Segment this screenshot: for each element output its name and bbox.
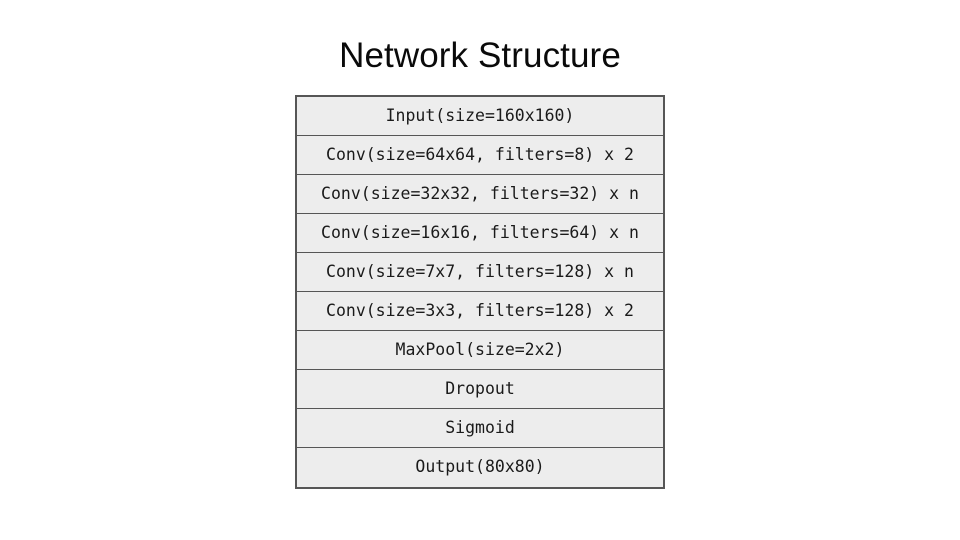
layer-row: Conv(size=32x32, filters=32) x n	[297, 175, 663, 214]
layer-label: Conv(size=3x3, filters=128) x 2	[326, 300, 634, 320]
layer-label: Conv(size=64x64, filters=8) x 2	[326, 144, 634, 164]
network-structure-diagram: Input(size=160x160) Conv(size=64x64, fil…	[295, 95, 665, 489]
layer-row: Conv(size=3x3, filters=128) x 2	[297, 292, 663, 331]
layer-row: Output(80x80)	[297, 448, 663, 487]
layer-label: Dropout	[445, 378, 515, 398]
layer-label: Conv(size=16x16, filters=64) x n	[321, 222, 639, 242]
layer-label: Input(size=160x160)	[385, 105, 575, 125]
layer-label: Conv(size=7x7, filters=128) x n	[326, 261, 634, 281]
page-title: Network Structure	[339, 36, 621, 75]
layer-label: Conv(size=32x32, filters=32) x n	[321, 183, 639, 203]
layer-row: Sigmoid	[297, 409, 663, 448]
layer-row: Conv(size=16x16, filters=64) x n	[297, 214, 663, 253]
layer-label: MaxPool(size=2x2)	[395, 339, 565, 359]
layer-row: Conv(size=64x64, filters=8) x 2	[297, 136, 663, 175]
layer-row: Input(size=160x160)	[297, 97, 663, 136]
layer-row: MaxPool(size=2x2)	[297, 331, 663, 370]
layer-row: Conv(size=7x7, filters=128) x n	[297, 253, 663, 292]
layer-label: Sigmoid	[445, 417, 515, 437]
layer-row: Dropout	[297, 370, 663, 409]
layer-label: Output(80x80)	[415, 457, 545, 477]
